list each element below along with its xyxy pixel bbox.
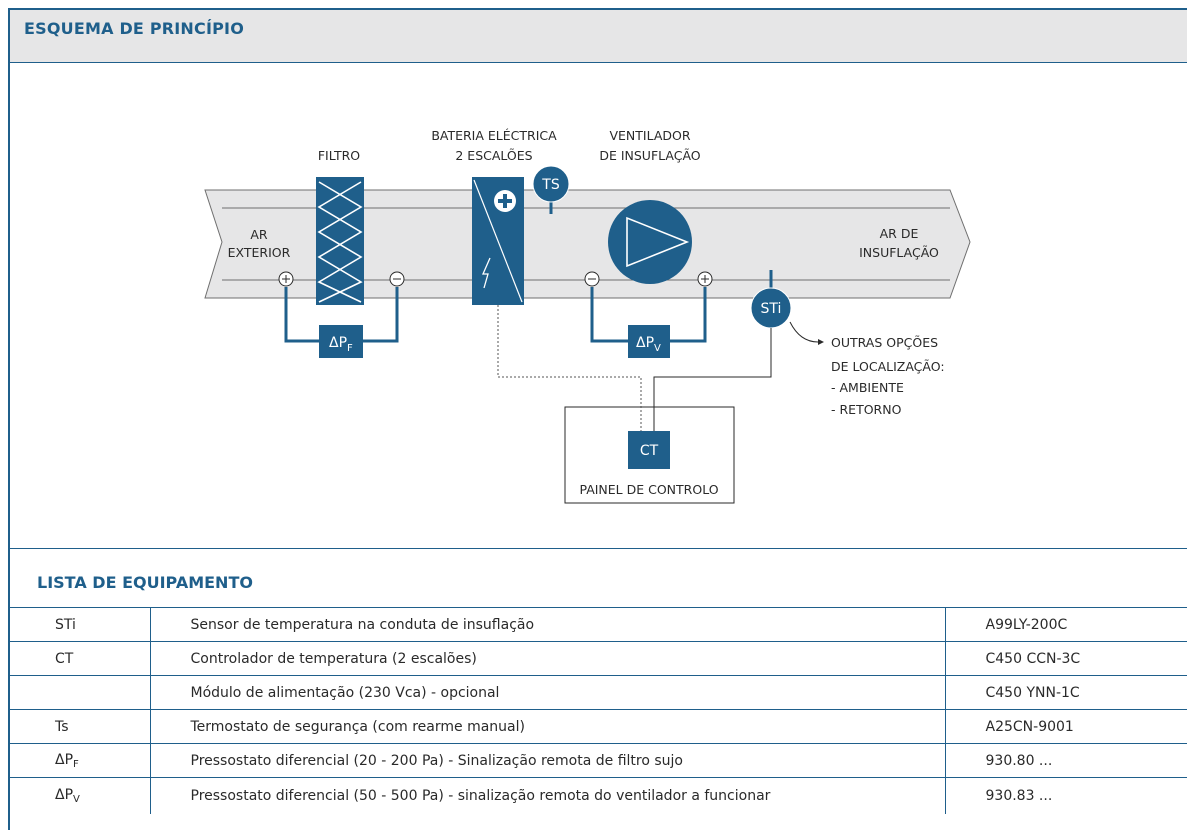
dpf-box <box>319 325 363 358</box>
equipment-reference: 930.80 ... <box>945 743 1187 778</box>
heater-control-wire <box>497 305 642 431</box>
equipment-code: STi <box>55 616 76 633</box>
painel-label: PAINEL DE CONTROLO <box>579 482 718 497</box>
ts-sensor <box>532 165 570 214</box>
equipment-code-cell: STi <box>9 607 151 642</box>
equipment-code-cell: CT <box>9 641 151 676</box>
equipment-reference: C450 CCN-3C <box>945 641 1187 676</box>
equipment-description: Pressostato diferencial (50 - 500 Pa) - … <box>150 777 946 814</box>
dpv-box <box>628 325 670 358</box>
ventilador-label-1: VENTILADOR <box>609 128 690 143</box>
dpv-label: ΔPV <box>636 335 661 354</box>
equipment-title: LISTA DE EQUIPAMENTO <box>37 573 253 592</box>
filter-pressure-loop <box>278 271 405 343</box>
ar-insuflacao-label-2: INSUFLAÇÃO <box>859 245 939 260</box>
equipment-reference: C450 YNN-1C <box>945 675 1187 710</box>
filter-icon <box>316 177 364 305</box>
equipment-code: ΔP <box>55 786 74 803</box>
equipment-code: ΔP <box>55 751 74 768</box>
schema-title: ESQUEMA DE PRINCÍPIO <box>24 19 244 38</box>
ts-label: TS <box>541 177 560 193</box>
dpf-label: ΔPF <box>329 335 353 354</box>
equipment-code-subscript: V <box>73 793 80 805</box>
ar-insuflacao-label-1: AR DE <box>880 226 919 241</box>
equipment-table-body: STi Sensor de temperatura na conduta de i… <box>9 607 1187 814</box>
table-row: CT Controlador de temperatura (2 escalões… <box>9 641 1187 676</box>
equipment-reference: 930.83 ... <box>945 777 1187 814</box>
equipment-description: Módulo de alimentação (230 Vca) - opcion… <box>150 675 946 710</box>
equipment-code-cell: ΔPV <box>9 777 151 814</box>
schema-header <box>8 8 1187 63</box>
bateria-label-1: BATERIA ELÉCTRICA <box>431 128 557 143</box>
ar-exterior-label-2: EXTERIOR <box>228 245 291 260</box>
equipment-code-cell: Ts <box>9 709 151 744</box>
ar-exterior-label-1: AR <box>250 227 268 242</box>
equipment-table: STi Sensor de temperatura na conduta de i… <box>9 607 1187 814</box>
other-options-pointer <box>789 321 819 343</box>
outras-opcoes-label-2: DE LOCALIZAÇÃO: <box>831 359 945 374</box>
ct-label: CT <box>640 443 659 459</box>
principle-diagram: AR EXTERIOR AR DE INSUFLAÇÃO FILTRO ΔPF … <box>204 128 971 504</box>
equipment-description: Controlador de temperatura (2 escalões) <box>150 641 946 676</box>
outras-opcoes-label-4: - RETORNO <box>831 402 902 417</box>
schema-frame-border <box>8 63 10 548</box>
equipment-description: Sensor de temperatura na conduta de insu… <box>150 607 946 642</box>
equipment-description: Pressostato diferencial (20 - 200 Pa) - … <box>150 743 946 778</box>
other-options-arrowhead <box>818 339 824 345</box>
table-row: STi Sensor de temperatura na conduta de i… <box>9 607 1187 642</box>
air-duct-arrow <box>204 189 971 299</box>
sti-control-wire <box>653 328 772 431</box>
sti-label: STi <box>761 301 782 317</box>
bateria-label-2: 2 ESCALÕES <box>455 148 532 163</box>
equipment-reference: A25CN-9001 <box>945 709 1187 744</box>
equipment-code: CT <box>55 650 74 667</box>
outras-opcoes-label-1: OUTRAS OPÇÕES <box>831 335 938 350</box>
equipment-code: Ts <box>55 718 69 735</box>
table-row: Módulo de alimentação (230 Vca) - opcion… <box>9 675 1187 710</box>
fan-icon <box>608 200 692 284</box>
filtro-label: FILTRO <box>318 148 360 163</box>
ct-box <box>628 431 670 469</box>
equipment-code-cell: ΔPF <box>9 743 151 778</box>
equipment-code-cell <box>9 675 151 710</box>
ventilador-label-2: DE INSUFLAÇÃO <box>599 148 700 163</box>
equipment-reference: A99LY-200C <box>945 607 1187 642</box>
table-row: Ts Termostato de segurança (com rearme ma… <box>9 709 1187 744</box>
equipment-description: Termostato de segurança (com rearme manu… <box>150 709 946 744</box>
outras-opcoes-label-3: - AMBIENTE <box>831 380 904 395</box>
equipment-code-subscript: F <box>73 758 79 770</box>
fan-pressure-loop <box>584 271 713 343</box>
electric-heater-icon <box>472 177 524 305</box>
